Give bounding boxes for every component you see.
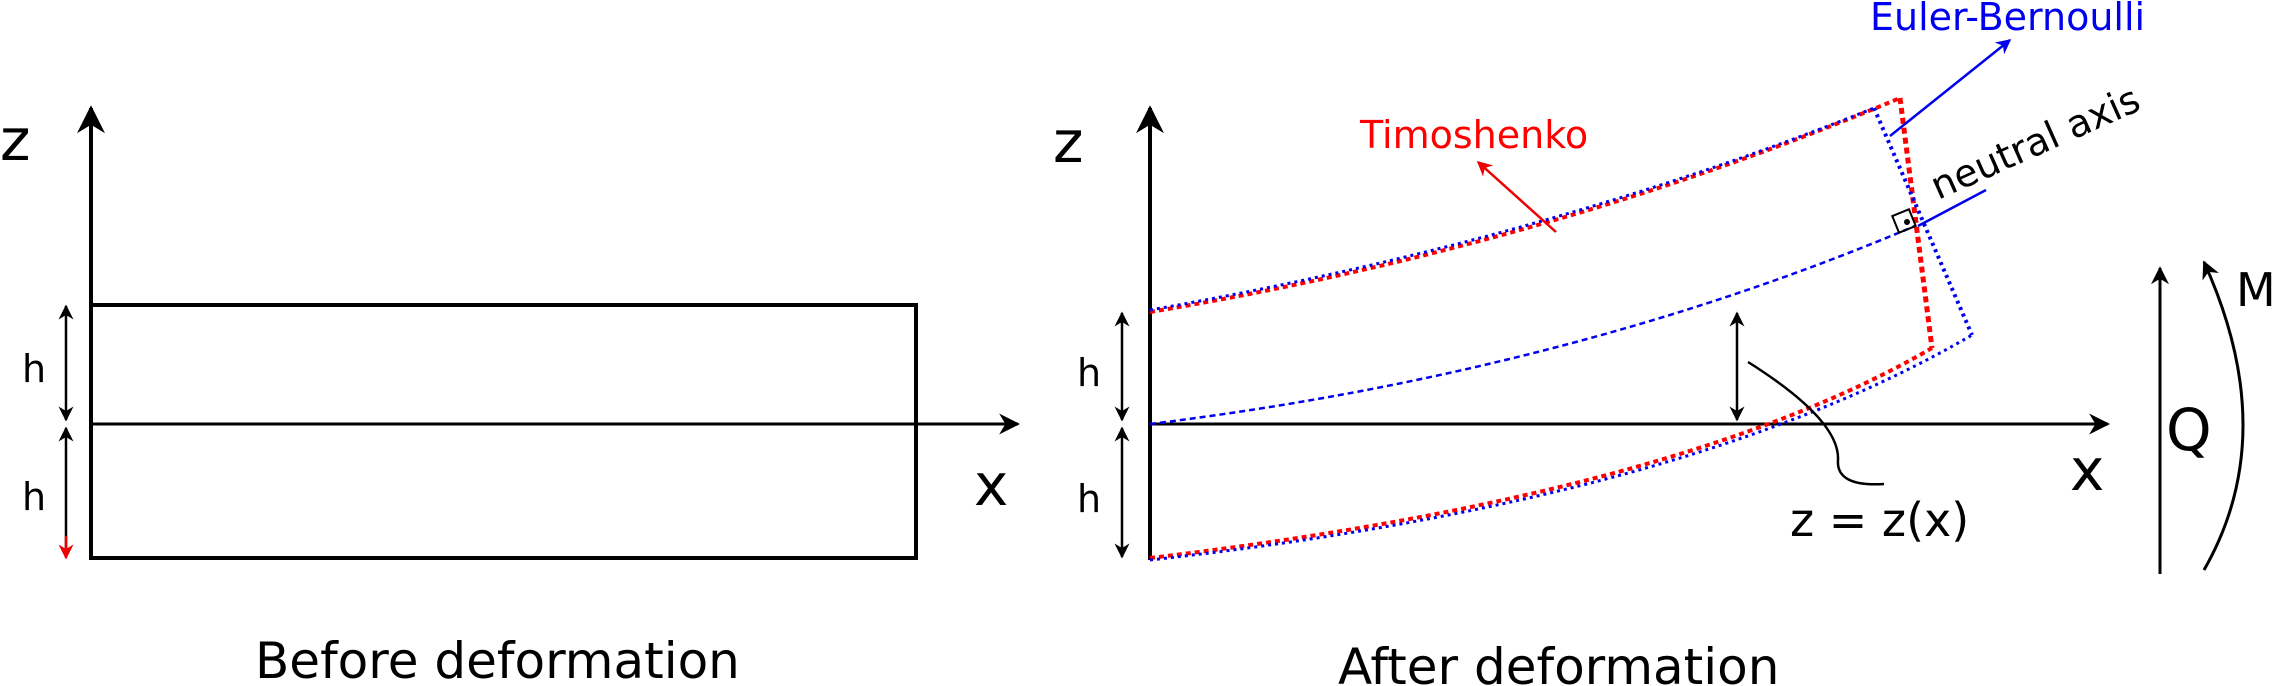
right-lower-height-label: h (1077, 477, 1101, 521)
right-caption: After deformation (1338, 638, 1779, 686)
left-lower-height-label: h (22, 475, 46, 519)
right-panel: z x Timoshenko Euler-Bernoulli neutral a… (1053, 0, 2276, 686)
right-upper-height-label: h (1077, 351, 1101, 395)
deflection-label: z = z(x) (1790, 493, 1969, 547)
right-z-axis-label: z (1053, 108, 1083, 176)
euler-bernoulli-top-edge (1149, 106, 1875, 312)
euler-bernoulli-bottom-edge (1149, 333, 1973, 562)
timoshenko-top-edge (1149, 96, 1901, 314)
timoshenko-label: Timoshenko (1359, 113, 1588, 157)
left-caption: Before deformation (255, 632, 740, 686)
left-upper-height-label: h (22, 347, 46, 391)
left-x-axis-label: x (974, 451, 1008, 519)
timoshenko-bottom-edge (1149, 346, 1934, 560)
right-angle-marker (1890, 207, 1918, 235)
right-angle-dot (1904, 219, 1910, 225)
right-x-axis-label: x (2070, 436, 2104, 504)
deflection-leader (1747, 360, 1885, 486)
neutral-axis-pointer (1917, 188, 1987, 228)
undeformed-beam (89, 303, 918, 560)
left-panel: z x h h Before deformation (0, 105, 1021, 686)
euler-bernoulli-label: Euler-Bernoulli (1870, 0, 2145, 39)
euler-bernoulli-pointer (1889, 39, 2012, 137)
moment-arrow (2202, 260, 2245, 571)
euler-bernoulli-end-face (1872, 107, 1974, 336)
neutral-axis-label: neutral axis (1924, 77, 2147, 208)
timoshenko-pointer (1476, 160, 1557, 233)
shear-force-label: Q (2166, 396, 2212, 464)
moment-label: M (2236, 263, 2276, 317)
left-z-axis-label: z (0, 106, 30, 174)
timoshenko-end-face (1897, 97, 1935, 349)
neutral-axis-curve (1149, 224, 1916, 426)
